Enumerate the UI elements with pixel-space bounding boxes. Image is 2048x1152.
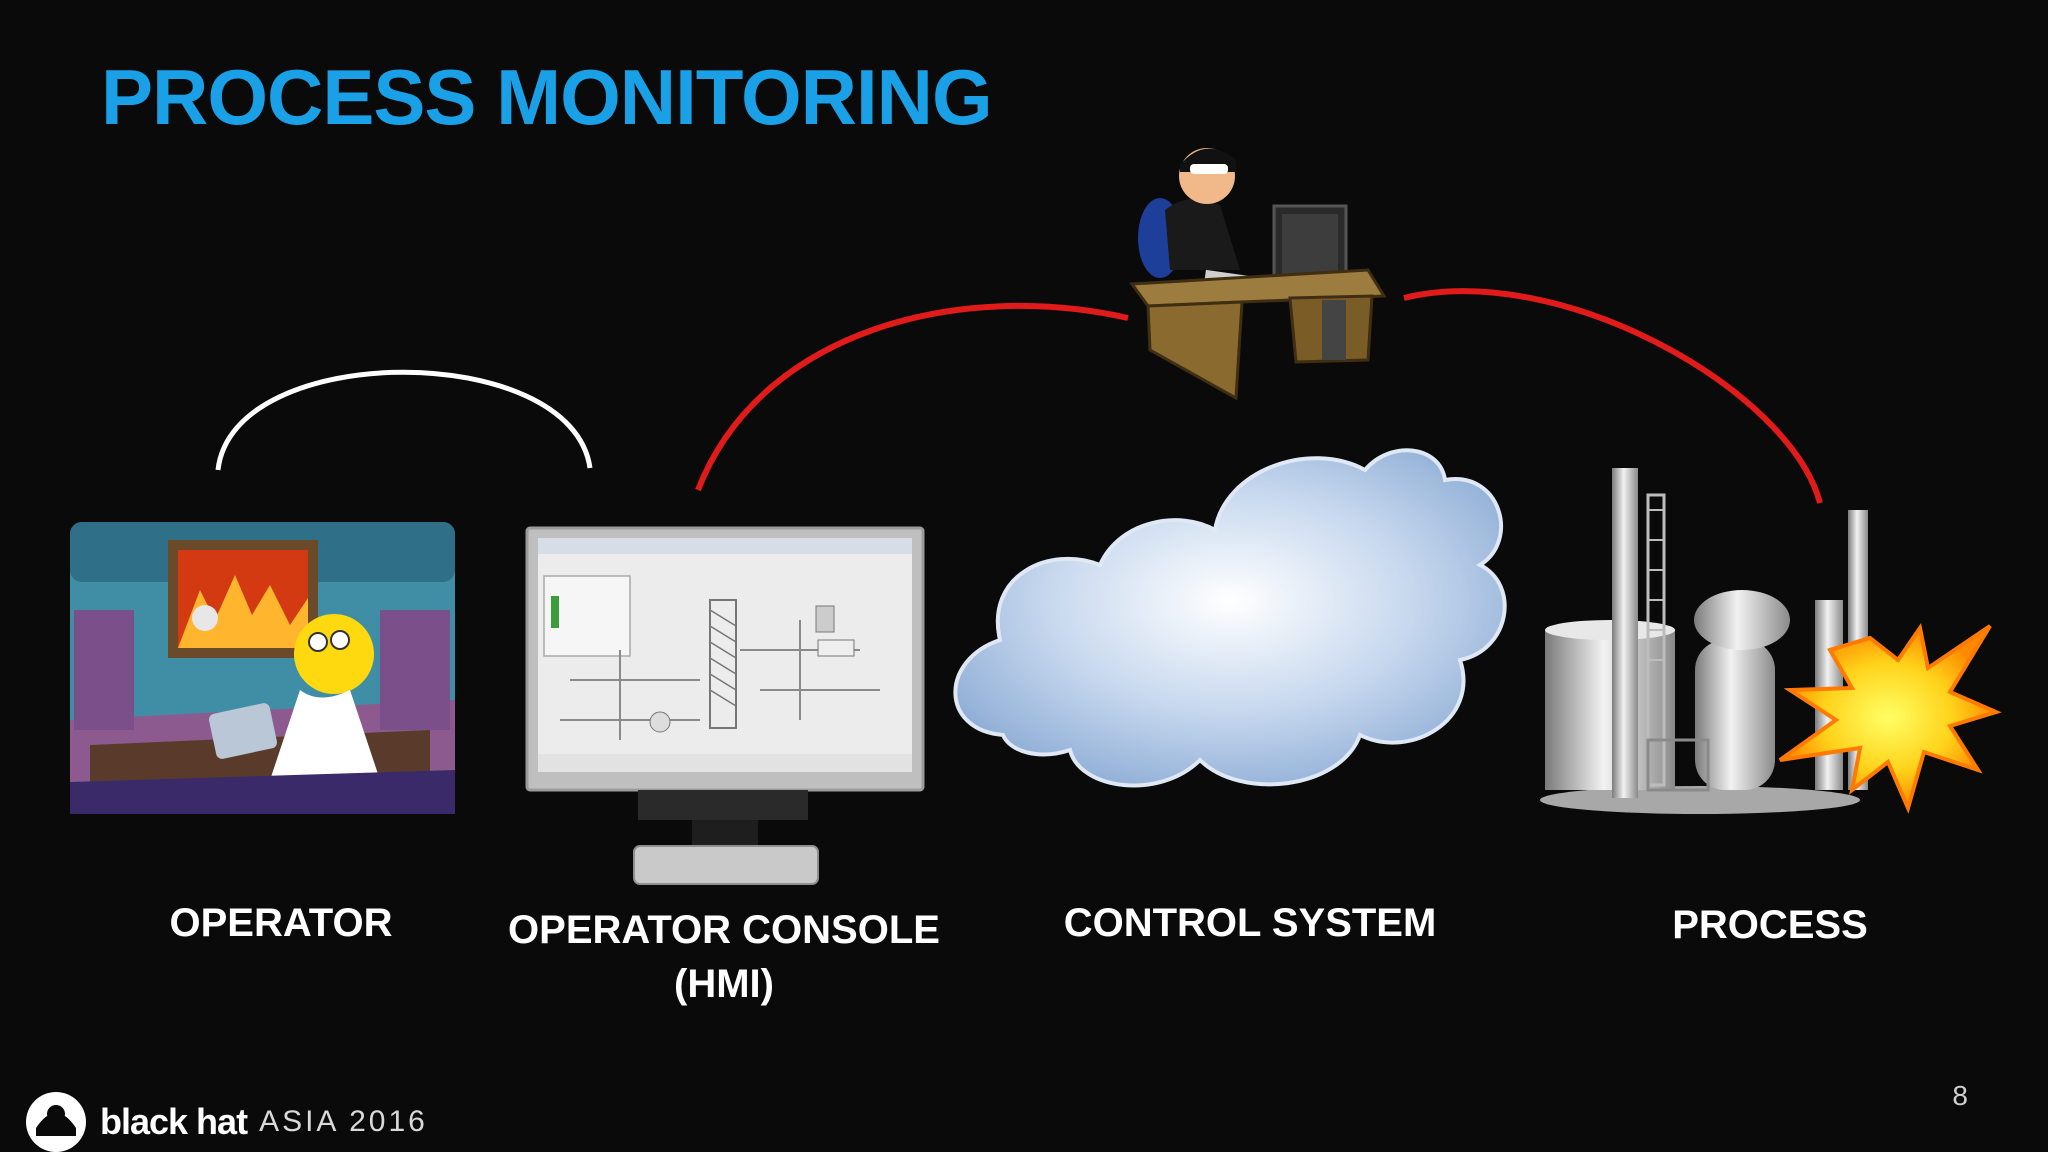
operator-hmi-connector xyxy=(215,369,593,471)
control-system-label: CONTROL SYSTEM xyxy=(1063,901,1437,945)
footer-event: ASIA 2016 xyxy=(259,1105,428,1138)
hacker-at-desk-icon xyxy=(1129,148,1387,401)
attack-connector-right xyxy=(1403,288,1823,504)
cloud-icon xyxy=(953,448,1507,788)
footer: black hat ASIA 2016 xyxy=(22,1092,428,1152)
attack-connector-left xyxy=(695,302,1129,492)
refinery-icon xyxy=(1540,468,1868,814)
hmi-label-line2: (HMI) xyxy=(674,962,774,1006)
explosion-icon xyxy=(1778,622,2002,814)
process-label: PROCESS xyxy=(1672,903,1868,947)
slide-title: PROCESS MONITORING xyxy=(101,53,993,141)
hmi-label-line1: OPERATOR CONSOLE xyxy=(508,908,940,952)
monitor-icon xyxy=(525,526,925,885)
page-number: 8 xyxy=(1952,1080,1968,1111)
operator-image xyxy=(70,522,455,814)
operator-label: OPERATOR xyxy=(169,901,393,945)
footer-brand: black hat xyxy=(100,1101,248,1142)
black-hat-logo-icon xyxy=(26,1092,86,1152)
